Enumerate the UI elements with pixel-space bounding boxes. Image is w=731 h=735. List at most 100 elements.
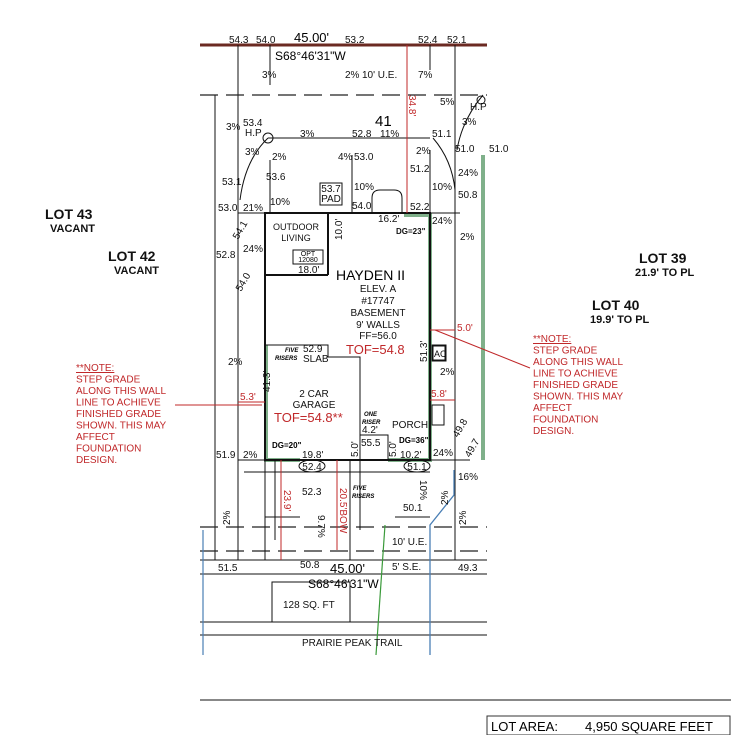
slope-label: 2% — [458, 510, 469, 525]
note-line: **NOTE: — [533, 334, 571, 345]
elev-label: 49.7 — [463, 437, 482, 460]
lot-43-label: LOT 43 — [45, 206, 93, 222]
red-dimension: 5.3' — [240, 392, 256, 403]
slope-label: 24% — [243, 244, 263, 255]
note-line: STEP GRADE — [76, 375, 141, 386]
note-line: LINE TO ACHIEVE — [533, 369, 618, 380]
elev-label: 53.1 — [222, 177, 242, 188]
note-line: LINE TO ACHIEVE — [76, 398, 161, 409]
water-line — [429, 470, 455, 655]
house-footprint — [264, 182, 447, 461]
note-line: FOUNDATION — [76, 444, 141, 455]
dimension-label: 5.0' — [388, 441, 399, 457]
note-line: DESIGN. — [533, 426, 574, 437]
house-model-name: HAYDEN II — [336, 267, 405, 283]
note-line: **NOTE: — [76, 363, 114, 374]
lot-area-box — [486, 715, 731, 735]
slope-label: 24% — [432, 216, 452, 227]
elev-label: 53.2 — [345, 35, 365, 46]
sidewalk-easement-label: 5' S.E. — [392, 562, 421, 573]
bottom-boundary-distance: 45.00' — [330, 561, 365, 576]
elev-label: 52.4 — [302, 462, 322, 473]
slope-label: 3% — [245, 147, 260, 158]
slope-label: 5% — [440, 97, 455, 108]
elev-label: 51.0 — [489, 144, 509, 155]
elev-label: 51.2 — [410, 164, 430, 175]
note-line: AFFECT — [533, 403, 572, 414]
slope-label: 2% — [416, 146, 431, 157]
elev-label: 52.8 — [216, 250, 236, 261]
elev-label: 50.8 — [458, 190, 478, 201]
ac-unit — [432, 345, 446, 361]
slope-label: 3% — [226, 122, 241, 133]
red-dimension: 5.8' — [431, 389, 447, 400]
elev-label: 52.1 — [447, 35, 467, 46]
easement-lines — [200, 94, 487, 552]
one-riser-label: RISER — [362, 420, 381, 426]
note-line: FOUNDATION — [533, 415, 598, 426]
slope-label: 2% — [228, 357, 243, 368]
elev-label: 51.1 — [407, 462, 427, 473]
elev-label: 54.0 — [234, 271, 253, 294]
elev-label: 53.6 — [266, 172, 286, 183]
note-line: FINISHED GRADE — [76, 409, 161, 420]
slope-label: 2% — [222, 510, 233, 525]
slope-label: 4% — [338, 152, 353, 163]
street-name: PRAIRIE PEAK TRAIL — [302, 638, 403, 649]
slope-label: 3% — [300, 129, 315, 140]
slope-label: 24% — [433, 448, 453, 459]
lot-43-status: VACANT — [50, 223, 95, 235]
driveway-area: 128 SQ. FT — [283, 600, 335, 611]
porch-label: PORCH — [392, 420, 428, 431]
elev-label: 50.1 — [403, 503, 423, 514]
slope-label: 2% — [440, 490, 451, 505]
elev-label: 51.9 — [216, 450, 236, 461]
elev-label: 54.3 — [229, 35, 249, 46]
dimension-label: 5.0' — [350, 441, 361, 457]
note-line: SHOWN. THIS MAY — [76, 421, 167, 432]
house-ff: FF=56.0 — [359, 331, 397, 342]
red-dimension-lines — [175, 45, 531, 560]
elev-label: 49.3 — [458, 563, 478, 574]
note-line: STEP GRADE — [533, 346, 598, 357]
five-risers-label: FIVE — [285, 348, 299, 354]
hp-label: H.P — [470, 102, 487, 113]
elev-label: 50.8 — [300, 560, 320, 571]
lot-40-label: LOT 40 — [592, 297, 640, 313]
lot-area-label: LOT AREA: — [491, 719, 558, 734]
top-boundary-bearing: S68°46'31"W — [275, 49, 346, 63]
elev-label: 51.5 — [218, 563, 238, 574]
pad-elev: 53.7 — [321, 184, 341, 195]
dimension-label: 10.0' — [334, 219, 345, 240]
outdoor-living-label: LIVING — [281, 233, 311, 243]
slope-label: 2% — [243, 450, 258, 461]
red-dimension: 5.0' — [457, 323, 473, 334]
slope-label: 10% — [354, 182, 374, 193]
red-dimension: 34.8' — [406, 95, 417, 116]
slope-label: 11% — [380, 129, 399, 140]
elev-label: 54.0 — [352, 201, 372, 212]
slope-label: 2% — [460, 232, 475, 243]
opt-number: 12080 — [298, 257, 318, 264]
note-line: FINISHED GRADE — [533, 380, 618, 391]
note-line: AFFECT — [76, 432, 115, 443]
elev-label: 54.1 — [231, 219, 250, 242]
dg-label: DG=36" — [399, 436, 429, 445]
red-dimension: 23.9' — [281, 490, 292, 511]
garage-label: 2 CAR — [299, 389, 328, 400]
dg-label: DG=20" — [272, 441, 302, 450]
lot-39-status: 21.9' TO PL — [635, 267, 695, 279]
lot-39-label: LOT 39 — [639, 250, 687, 266]
hp-label: H.P — [245, 128, 262, 139]
slope-label: 10% — [432, 182, 452, 193]
elev-label: 52.4 — [418, 35, 438, 46]
elev-label: 51.0 — [455, 144, 475, 155]
five-risers-label: FIVE — [353, 486, 367, 492]
pad-label: PAD — [321, 194, 341, 205]
lot-42-status: VACANT — [114, 265, 159, 277]
porch-elev: 55.5 — [361, 438, 381, 449]
elev-label: 54.0 — [256, 35, 276, 46]
opt-label: OPT — [301, 251, 316, 258]
